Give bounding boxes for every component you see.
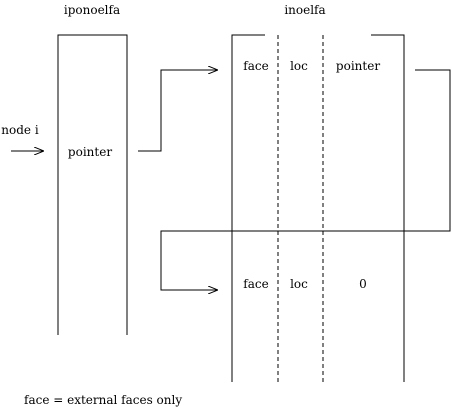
row2-face-field: face [243, 277, 268, 291]
array-title-iponoelfa: iponoelfa [64, 3, 120, 17]
inoelfa-left-edge [231, 34, 265, 382]
row2-loc-field: loc [290, 277, 308, 291]
pointer-to-next-entry-arrow [160, 69, 451, 290]
inoelfa-right-edge [371, 34, 405, 382]
row1-pointer-field: pointer [336, 59, 380, 73]
row2-null-pointer-field: 0 [359, 277, 367, 291]
pointer-to-first-entry-arrow [138, 70, 218, 152]
row1-loc-field: loc [290, 59, 308, 73]
iponoelfa-pointer-label: pointer [68, 145, 112, 159]
iponoelfa-column [57, 34, 128, 335]
footnote: face = external faces only [24, 393, 182, 407]
node-i-label: node i [1, 123, 39, 137]
row1-face-field: face [243, 59, 268, 73]
array-title-inoelfa: inoelfa [284, 3, 325, 17]
